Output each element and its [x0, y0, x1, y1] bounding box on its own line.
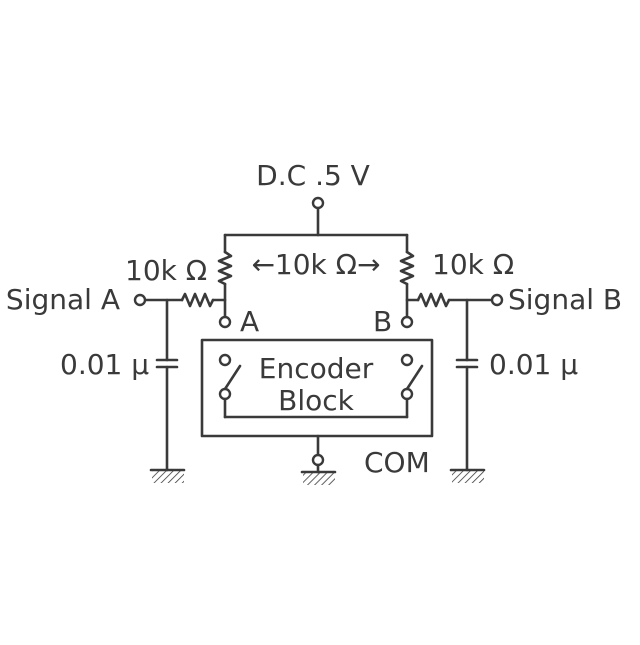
switch-a: [218, 353, 242, 419]
supply-label: D.C .5 V: [256, 159, 370, 192]
node-a-terminal: [218, 315, 232, 329]
capacitor-label-left: 0.01 µ: [60, 348, 149, 381]
pullup-resistor-right: [399, 233, 415, 318]
ground-center: [300, 470, 337, 485]
node-b-label: B: [373, 305, 392, 338]
com-terminal: [311, 434, 325, 474]
capacitor-left: [155, 298, 179, 472]
resistor-label-right: 10k Ω: [432, 248, 514, 281]
resistor-label-middle: ←10k Ω→: [251, 248, 380, 281]
encoder-label-line2: Block: [278, 384, 355, 417]
signal-a-terminal: [133, 293, 147, 307]
series-resistor-right: [405, 292, 494, 308]
ground-right: [449, 468, 486, 483]
com-label: COM: [364, 446, 430, 479]
signal-a-label: Signal A: [6, 283, 120, 316]
ground-left: [149, 468, 186, 483]
encoder-label-line1: Encoder: [259, 352, 374, 385]
signal-b-terminal: [490, 293, 504, 307]
node-b-terminal: [400, 315, 414, 329]
node-a-label: A: [240, 305, 259, 338]
supply-terminal: [311, 196, 325, 237]
signal-b-label: Signal B: [508, 283, 622, 316]
capacitor-label-right: 0.01 µ: [489, 348, 578, 381]
resistor-label-left: 10k Ω: [125, 254, 207, 287]
switch-b: [400, 353, 424, 419]
pullup-resistor-left: [217, 233, 233, 318]
capacitor-right: [455, 298, 479, 472]
series-resistor-left: [143, 292, 227, 308]
